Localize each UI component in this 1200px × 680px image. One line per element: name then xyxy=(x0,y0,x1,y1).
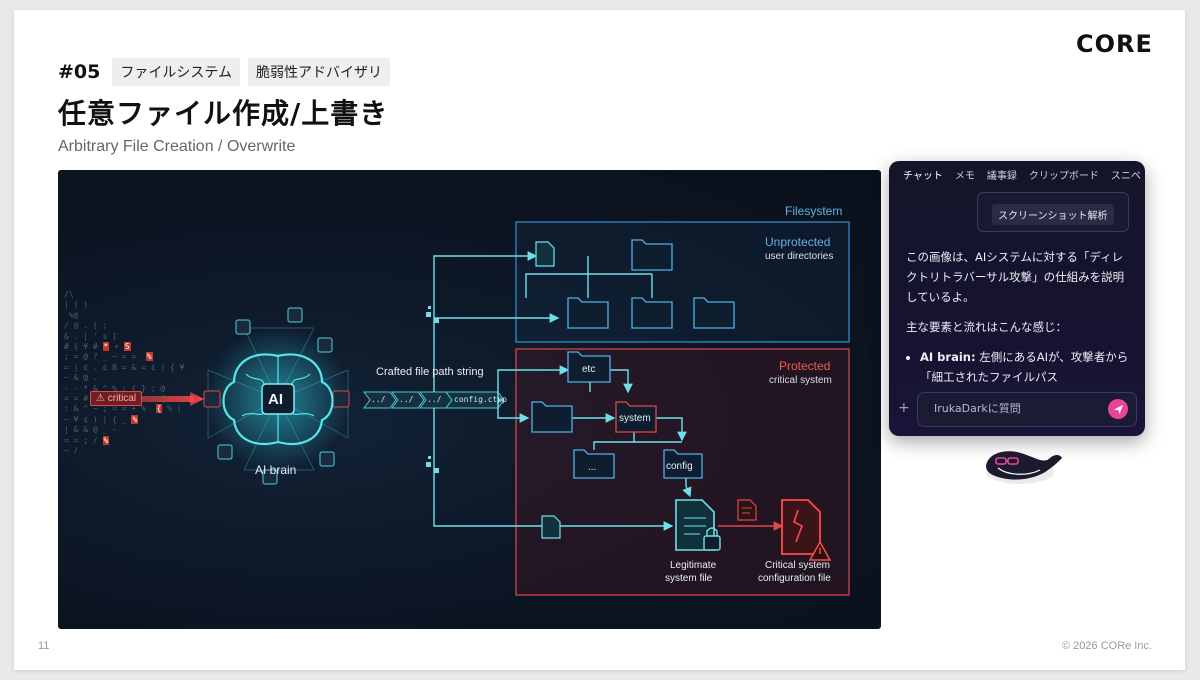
path-segment-file: config.ctpp xyxy=(454,395,507,404)
screenshot-analysis-chip[interactable]: スクリーンショット解析 xyxy=(992,204,1114,225)
ai-chip-label: AI xyxy=(268,391,283,408)
list-item: AI brain: 左側にあるAIが、攻撃者から「細工されたファイルパス xyxy=(920,347,1131,387)
send-icon xyxy=(1113,404,1123,414)
tab-snippets[interactable]: スニペ xyxy=(1110,171,1141,182)
ai-chip xyxy=(261,383,295,415)
folder-icons-protected xyxy=(531,351,703,479)
folder-etc-label: etc xyxy=(582,364,596,375)
folder-config-label: config xyxy=(666,461,693,472)
folder-system-label: system xyxy=(619,413,651,424)
path-segment-1: ../ xyxy=(371,395,386,404)
bullet-label: AI brain: xyxy=(920,350,976,364)
message-paragraph-1: この画像は、AIシステムに対する「ディレクトリトラバーサル攻撃」の仕組みを説明し… xyxy=(906,250,1125,304)
whale-mascot-icon xyxy=(986,451,1062,484)
slide-tags: #05 ファイルシステム 脆弱性アドバイザリ xyxy=(58,58,390,86)
tab-clipboard[interactable]: クリップボード xyxy=(1028,171,1099,182)
slide-subtitle: Arbitrary File Creation / Overwrite xyxy=(58,138,296,155)
tag-filesystem: ファイルシステム xyxy=(112,58,240,86)
legit-file-label-2: system file xyxy=(665,573,713,584)
tab-minutes[interactable]: 議事録 xyxy=(986,171,1017,182)
protected-subtitle: critical system xyxy=(769,375,832,386)
add-attachment-button[interactable]: + xyxy=(898,400,910,416)
slide-title: 任意ファイル作成/上書き xyxy=(58,97,389,130)
chat-input-box xyxy=(917,392,1137,427)
copyright: © 2026 CORe Inc. xyxy=(1062,640,1153,652)
tab-memo[interactable]: メモ xyxy=(954,171,975,182)
tag-vuln-advisory: 脆弱性アドバイザリ xyxy=(247,58,390,86)
chip-icons xyxy=(203,307,350,485)
core-logo: CORE xyxy=(1076,30,1153,58)
path-segment-3: ../ xyxy=(427,395,442,404)
critical-badge: ⚠ critical xyxy=(90,391,143,406)
folder-dots-label: ... xyxy=(588,462,597,473)
send-button[interactable] xyxy=(1108,399,1128,419)
edit-icon xyxy=(737,499,757,521)
code-stream: /\ | ( ) %@ / @ . ( ; & . | ' s [ # { ¥ … xyxy=(64,290,185,456)
file-icons xyxy=(535,241,561,539)
flow-arrows xyxy=(433,251,784,531)
ai-brain-label: AI brain xyxy=(255,463,297,477)
message-list: AI brain: 左側にあるAIが、攻撃者から「細工されたファイルパス xyxy=(906,347,1131,387)
protected-title: Protected xyxy=(779,359,831,373)
crafted-path-label: Crafted file path string xyxy=(376,366,484,378)
data-packet-icons xyxy=(426,306,439,473)
legit-file-label-1: Legitimate xyxy=(670,560,717,571)
critical-badge-text: critical xyxy=(107,393,137,404)
chat-input[interactable] xyxy=(932,401,1106,416)
critical-file-label-2: configuration file xyxy=(758,573,831,584)
chat-tabs: チャット メモ 議事録 クリップボード スニペ xyxy=(903,167,1141,182)
critical-file-label-1: Critical system xyxy=(765,560,831,571)
critical-config-file-icon xyxy=(781,499,832,561)
chat-window: チャット メモ 議事録 クリップボード スニペ スクリーンショット解析 この画像… xyxy=(889,161,1145,436)
message-paragraph-2: 主な要素と流れはこんな感じ： xyxy=(906,320,1067,334)
tab-chat[interactable]: チャット xyxy=(903,171,943,182)
unprotected-title: Unprotected xyxy=(765,235,831,249)
bullet-text: 左側にあるAIが、攻撃者から「細工されたファイルパス xyxy=(920,350,1129,384)
slide-number: #05 xyxy=(58,61,101,83)
filesystem-label: Filesystem xyxy=(785,204,843,218)
assistant-message: この画像は、AIシステムに対する「ディレクトリトラバーサル攻撃」の仕組みを説明し… xyxy=(906,247,1131,387)
legitimate-file-icon xyxy=(675,499,721,551)
folder-icons-unprotected xyxy=(567,239,735,329)
diagram-graphics xyxy=(94,221,850,596)
screenshot-chip-card: スクリーンショット解析 xyxy=(977,192,1129,232)
path-segment-2: ../ xyxy=(399,395,414,404)
page-number: 11 xyxy=(38,640,50,652)
crafted-path-segments xyxy=(363,391,505,409)
unprotected-subtitle: user directories xyxy=(765,251,834,262)
directory-traversal-diagram: /\ | ( ) %@ / @ . ( ; & . | ' s [ # { ¥ … xyxy=(58,170,881,629)
